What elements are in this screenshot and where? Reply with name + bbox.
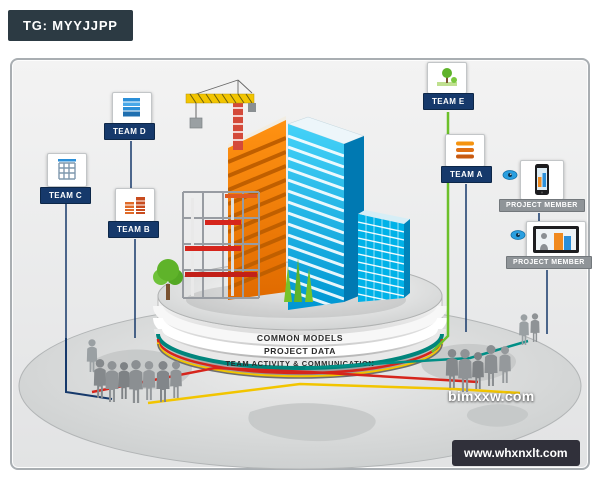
blue-building-icon: [123, 98, 140, 117]
orange-layers-icon: [456, 141, 474, 158]
yellow-line: [147, 382, 521, 405]
teal-ring: [156, 333, 444, 370]
watermark-center-right: bimxxw.com: [448, 388, 535, 404]
header-tag-badge: TG: MYYJJPP: [8, 10, 133, 41]
eye-icon: [510, 228, 526, 246]
team-d-label: TEAM D: [104, 123, 156, 140]
team-c-label: TEAM C: [40, 187, 92, 204]
watermark-bottom-right: www.whxnxlt.com: [452, 440, 580, 466]
team-e-label: TEAM E: [423, 93, 474, 110]
teal-line: [304, 339, 529, 370]
small-blue-building: [358, 210, 410, 302]
project-member-tablet-card: [526, 221, 586, 259]
team-d-card: [112, 92, 152, 124]
team-a-label: TEAM A: [441, 166, 492, 183]
platform-line-1: COMMON MODELS: [257, 333, 343, 343]
buildings: [153, 79, 410, 310]
team-b-label: TEAM B: [108, 221, 160, 238]
navy-line: [65, 338, 113, 400]
project-member-phone-card: [520, 160, 564, 200]
team-b-card: [115, 188, 155, 222]
steel-frame: [182, 191, 260, 299]
trees: [153, 258, 313, 302]
eye-icon: [502, 168, 518, 186]
tablet-icon: [533, 226, 579, 253]
team-a-card: [445, 134, 485, 167]
team-c-card: [47, 153, 87, 187]
platform-line-2: PROJECT DATA: [264, 346, 336, 356]
person-silhouette: [530, 313, 540, 342]
construction-crane: [185, 79, 256, 150]
team-e-card: [427, 62, 467, 94]
project-member-1-label: PROJECT MEMBER: [499, 199, 585, 212]
project-member-2-label: PROJECT MEMBER: [506, 256, 592, 269]
orange-building-icon: [125, 197, 145, 214]
label-connector-lines: [65, 141, 548, 338]
scaffold-structure-icon: [58, 159, 76, 180]
green-landscape-icon: [437, 68, 457, 86]
yellow-ring: [156, 342, 444, 378]
green-line: [431, 112, 450, 353]
smartphone-icon: [535, 164, 549, 195]
platform-line-3: TEAM ACTIVITY & COMMUNICATION: [226, 359, 375, 368]
red-ring: [156, 338, 444, 375]
